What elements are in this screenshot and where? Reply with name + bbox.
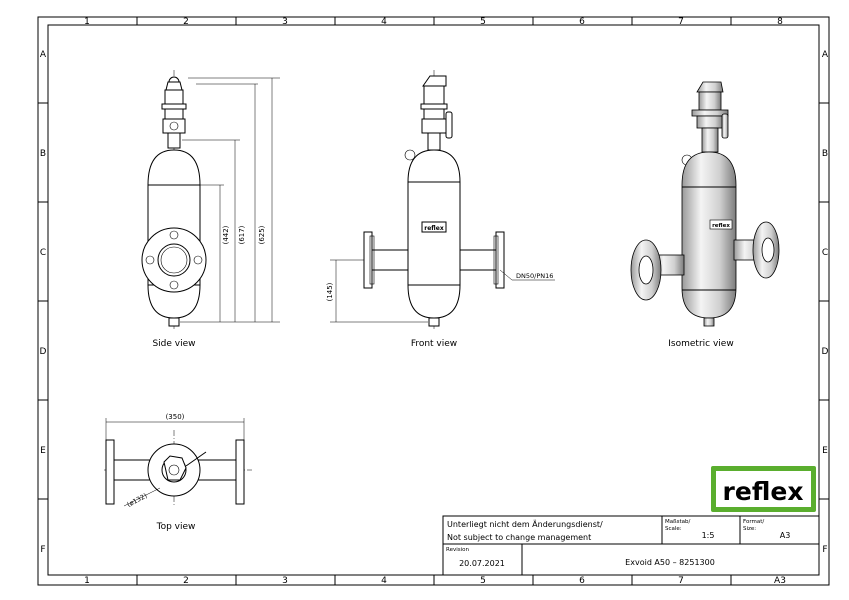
grid-col-label: 4 — [381, 17, 387, 27]
top-view-drawing — [104, 430, 252, 505]
grid-col-label: 6 — [579, 576, 585, 586]
drawing-title: Exvoid A50 – 8251300 — [625, 558, 715, 567]
grid-col-label: 2 — [183, 17, 189, 27]
grid-row-labels-left: A B C D E F — [40, 50, 47, 555]
grid-row-label: A — [822, 50, 829, 60]
side-view-drawing — [141, 70, 207, 330]
grid-column-labels-bottom: 1 2 3 4 5 6 7 A3 — [84, 576, 786, 586]
grid-col-label: 1 — [84, 17, 90, 27]
format-value: A3 — [780, 531, 791, 540]
grid-col-label: 5 — [480, 576, 486, 586]
dimension-145: (145) — [326, 282, 334, 301]
dimension-132: (ø132) — [126, 492, 149, 509]
grid-row-label: C — [40, 248, 46, 258]
grid-col-label: 3 — [282, 17, 288, 27]
grid-row-labels-right: A B C D E F — [822, 50, 829, 555]
scale-label-en: Scale: — [665, 526, 682, 532]
dimension-442: (442) — [222, 225, 230, 244]
grid-col-label: 2 — [183, 576, 189, 586]
dimension-625: (625) — [258, 225, 266, 244]
grid-col-label: 7 — [678, 17, 684, 27]
grid-column-ticks — [136, 17, 732, 585]
grid-col-label: 4 — [381, 576, 387, 586]
grid-row-label: B — [822, 149, 828, 159]
grid-row-label: D — [40, 347, 47, 357]
grid-row-label: D — [822, 347, 829, 357]
grid-row-label: E — [40, 446, 46, 456]
dimension-617: (617) — [238, 225, 246, 244]
notice-line-de: Unterliegt nicht dem Änderungsdienst/ — [447, 519, 603, 529]
reflex-logo: reflex — [711, 466, 816, 512]
dimension-dn50: DN50/PN16 — [516, 272, 553, 280]
grid-col-label: 3 — [282, 576, 288, 586]
grid-column-labels-top: 1 2 3 4 5 6 7 8 — [84, 17, 783, 27]
front-view-label: Front view — [411, 339, 457, 349]
grid-col-label: 5 — [480, 17, 486, 27]
grid-row-label: F — [40, 545, 45, 555]
side-view-label: Side view — [152, 339, 195, 349]
dimension-350: (350) — [166, 413, 185, 421]
front-view-dimensions: (145) DN50/PN16 — [326, 259, 555, 323]
title-block: Unterliegt nicht dem Änderungsdienst/ No… — [442, 515, 820, 576]
front-product-label: reflex — [424, 225, 444, 232]
grid-row-label: C — [822, 248, 828, 258]
format-label-en: Size: — [743, 526, 756, 532]
top-view-label: Top view — [156, 522, 196, 532]
side-view-dimensions: (442) (617) (625) — [180, 77, 280, 323]
iso-product-label: reflex — [712, 223, 730, 229]
scale-value: 1:5 — [702, 531, 715, 540]
isometric-view-label: Isometric view — [668, 339, 733, 349]
logo-text: reflex — [723, 477, 804, 506]
grid-row-label: B — [40, 149, 46, 159]
scale-label-de: Maßstab/ — [665, 519, 690, 525]
grid-row-label: A — [40, 50, 47, 60]
grid-row-ticks — [38, 102, 829, 500]
grid-row-label: E — [822, 446, 828, 456]
grid-col-label: 7 — [678, 576, 684, 586]
grid-col-label: 1 — [84, 576, 90, 586]
revision-label: Revision — [446, 547, 469, 553]
front-view-drawing: reflex — [363, 70, 505, 330]
grid-col-label: A3 — [774, 576, 786, 586]
revision-date: 20.07.2021 — [459, 559, 505, 568]
grid-row-label: F — [822, 545, 827, 555]
grid-col-label: 8 — [777, 17, 783, 27]
drawing-frame — [37, 16, 830, 586]
format-label-de: Format/ — [743, 519, 764, 525]
isometric-view-drawing: reflex — [630, 81, 780, 327]
notice-line-en: Not subject to change management — [447, 533, 591, 542]
grid-col-label: 6 — [579, 17, 585, 27]
